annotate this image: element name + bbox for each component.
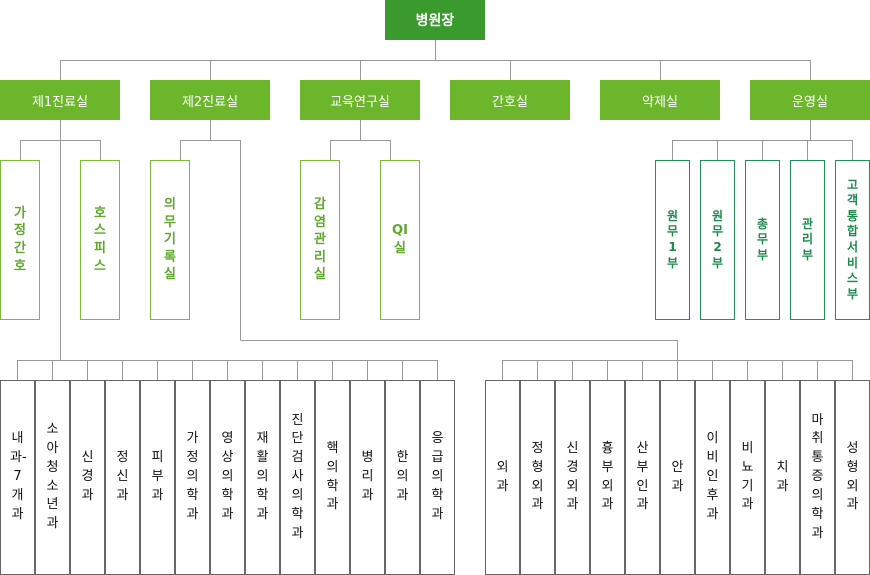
unit-box-dept2_clinics-7: 이비인후과 bbox=[695, 380, 730, 575]
unit-label: 의무기록실 bbox=[164, 197, 176, 283]
unit-box-ops_units-3: 총무부 bbox=[745, 160, 780, 320]
dept-label: 교육연구실 bbox=[330, 94, 390, 110]
unit-box-dept2_clinics-5: 산부인과 bbox=[625, 380, 660, 575]
unit-label: 외과 bbox=[496, 459, 509, 494]
unit-box-dept1_clinics-7: 영상의학과 bbox=[210, 380, 245, 575]
unit-label: 안과 bbox=[671, 459, 684, 494]
dept-label: 운영실 bbox=[792, 94, 828, 110]
unit-label: 정신과 bbox=[116, 450, 129, 503]
unit-box-dept1_clinics-9: 진단검사의학과 bbox=[280, 380, 315, 575]
unit-label: 총무부 bbox=[756, 216, 769, 262]
unit-label: 흉부외과 bbox=[601, 440, 614, 513]
unit-box-dept2_clinics-9: 치과 bbox=[765, 380, 800, 575]
root-label: 병원장 bbox=[415, 13, 455, 29]
unit-label: 신경외과 bbox=[566, 440, 579, 513]
dept-box-5: 약제실 bbox=[600, 80, 720, 120]
unit-label: 산부인과 bbox=[636, 440, 649, 513]
unit-label: 병리과 bbox=[361, 450, 374, 503]
unit-box-dept1_clinics-12: 한의과 bbox=[385, 380, 420, 575]
unit-label: QI실 bbox=[392, 223, 408, 256]
dept-label: 제1진료실 bbox=[31, 94, 89, 110]
unit-label: 고객통합서비스부 bbox=[846, 177, 859, 301]
unit-label: 치과 bbox=[776, 459, 789, 494]
unit-box-dept2_clinics-11: 성형외과 bbox=[835, 380, 870, 575]
unit-label: 원무1부 bbox=[666, 208, 679, 270]
unit-box-edu_units-1: 감염관리실 bbox=[300, 160, 340, 320]
unit-box-dept1_clinics-2: 소아청소년과 bbox=[35, 380, 70, 575]
dept-box-3: 교육연구실 bbox=[300, 80, 420, 120]
unit-label: 피부과 bbox=[151, 450, 164, 503]
unit-box-dept1_clinics-6: 가정의학과 bbox=[175, 380, 210, 575]
unit-box-ops_units-4: 관리부 bbox=[790, 160, 825, 320]
unit-box-edu_units-2: QI실 bbox=[380, 160, 420, 320]
unit-label: 호스피스 bbox=[94, 205, 106, 274]
dept-label: 약제실 bbox=[642, 94, 678, 110]
unit-label: 이비인후과 bbox=[706, 431, 719, 522]
unit-label: 신경과 bbox=[81, 450, 94, 503]
dept-label: 제2진료실 bbox=[181, 94, 239, 110]
dept-box-4: 간호실 bbox=[450, 80, 570, 120]
unit-box-dept1_units-2: 호스피스 bbox=[80, 160, 120, 320]
unit-label: 감염관리실 bbox=[314, 197, 326, 283]
unit-box-dept1_clinics-11: 병리과 bbox=[350, 380, 385, 575]
unit-box-ops_units-1: 원무1부 bbox=[655, 160, 690, 320]
unit-label: 재활의학과 bbox=[256, 431, 269, 522]
unit-label: 응급의학과 bbox=[431, 431, 444, 522]
unit-label: 원무2부 bbox=[711, 208, 724, 270]
unit-box-dept1_clinics-13: 응급의학과 bbox=[420, 380, 455, 575]
unit-box-dept2_clinics-4: 흉부외과 bbox=[590, 380, 625, 575]
unit-label: 비뇨기과 bbox=[741, 440, 754, 513]
unit-box-dept1_clinics-8: 재활의학과 bbox=[245, 380, 280, 575]
dept-label: 간호실 bbox=[492, 94, 528, 110]
unit-label: 가정의학과 bbox=[186, 431, 199, 522]
unit-box-ops_units-2: 원무2부 bbox=[700, 160, 735, 320]
unit-box-dept2_units-1: 의무기록실 bbox=[150, 160, 190, 320]
unit-label: 소아청소년과 bbox=[46, 421, 59, 532]
unit-label: 내과-7개과 bbox=[10, 431, 27, 522]
dept-box-2: 제2진료실 bbox=[150, 80, 270, 120]
unit-box-dept2_clinics-3: 신경외과 bbox=[555, 380, 590, 575]
unit-label: 성형외과 bbox=[846, 440, 859, 513]
unit-label: 가정간호 bbox=[14, 205, 26, 274]
dept-box-1: 제1진료실 bbox=[0, 80, 120, 120]
unit-box-dept1_clinics-3: 신경과 bbox=[70, 380, 105, 575]
unit-label: 영상의학과 bbox=[221, 431, 234, 522]
unit-box-dept2_clinics-1: 외과 bbox=[485, 380, 520, 575]
unit-box-dept2_clinics-10: 마취통증의학과 bbox=[800, 380, 835, 575]
unit-label: 마취통증의학과 bbox=[811, 412, 824, 541]
unit-box-dept2_clinics-8: 비뇨기과 bbox=[730, 380, 765, 575]
unit-box-dept1_units-1: 가정간호 bbox=[0, 160, 40, 320]
unit-label: 한의과 bbox=[396, 450, 409, 503]
unit-box-dept1_clinics-1: 내과-7개과 bbox=[0, 380, 35, 575]
unit-label: 핵의학과 bbox=[326, 440, 339, 513]
root-box-hospital-director: 병원장 bbox=[385, 0, 485, 40]
unit-box-dept2_clinics-2: 정형외과 bbox=[520, 380, 555, 575]
unit-box-dept1_clinics-5: 피부과 bbox=[140, 380, 175, 575]
unit-label: 진단검사의학과 bbox=[291, 412, 304, 541]
dept-box-6: 운영실 bbox=[750, 80, 870, 120]
unit-box-dept1_clinics-10: 핵의학과 bbox=[315, 380, 350, 575]
unit-box-ops_units-5: 고객통합서비스부 bbox=[835, 160, 870, 320]
unit-label: 정형외과 bbox=[531, 440, 544, 513]
unit-box-dept2_clinics-6: 안과 bbox=[660, 380, 695, 575]
unit-box-dept1_clinics-4: 정신과 bbox=[105, 380, 140, 575]
unit-label: 관리부 bbox=[801, 216, 814, 262]
